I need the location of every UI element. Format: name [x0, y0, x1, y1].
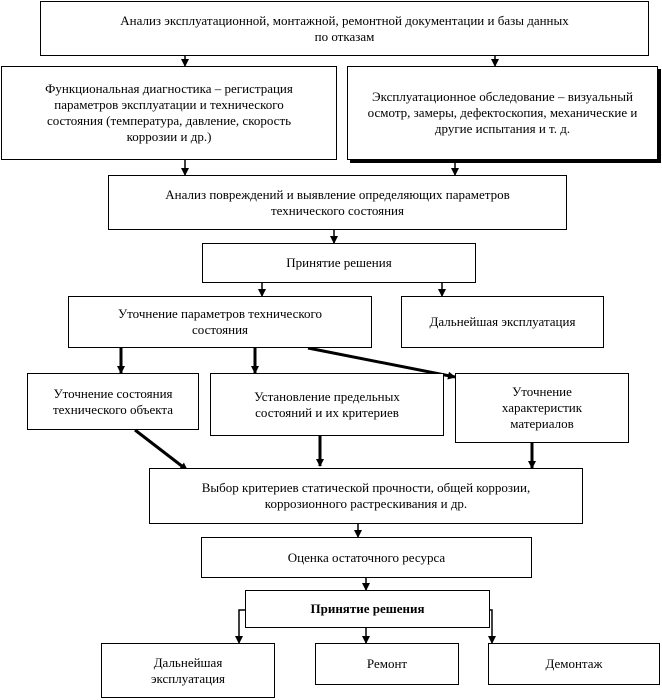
node-functional-diagnostics-text: Функциональная диагностика – регистрация…: [45, 81, 293, 144]
node-refine-materials: Уточнение характеристик материалов: [455, 373, 629, 443]
node-dismantling: Демонтаж: [488, 643, 660, 685]
node-dismantling-text: Демонтаж: [545, 656, 603, 671]
arrow-params-to-materials: [307, 346, 456, 380]
node-damage-analysis: Анализ повреждений и выявление определяю…: [108, 175, 567, 230]
node-limit-states-text: Установление предельных состояний и их к…: [254, 388, 400, 420]
node-repair-text: Ремонт: [366, 656, 408, 671]
arrow-object-state-to-criteria: [134, 428, 188, 472]
node-refine-object-state-text: Уточнение состояния технического объекта: [52, 385, 174, 417]
node-decision-1: Принятие решения: [202, 243, 476, 283]
node-strength-criteria-text: Выбор критериев статической прочности, о…: [201, 480, 531, 511]
node-continued-operation-2: Дальнейшая эксплуатация: [101, 643, 275, 698]
node-repair: Ремонт: [315, 643, 459, 685]
node-operational-inspection: Эксплуатационное обследование – визуальн…: [347, 66, 658, 160]
node-operational-inspection-text: Эксплуатационное обследование – визуальн…: [367, 89, 638, 136]
node-refine-parameters-text: Уточнение параметров технического состоя…: [117, 306, 323, 337]
node-continued-operation-2-text: Дальнейшая эксплуатация: [150, 654, 226, 686]
node-damage-analysis-text: Анализ повреждений и выявление определяю…: [165, 186, 510, 218]
node-docs-analysis-text: Анализ эксплуатационной, монтажной, ремо…: [120, 12, 569, 44]
node-functional-diagnostics: Функциональная диагностика – регистрация…: [1, 66, 337, 160]
node-refine-materials-text: Уточнение характеристик материалов: [501, 384, 583, 431]
node-refine-parameters: Уточнение параметров технического состоя…: [68, 296, 372, 348]
node-docs-analysis: Анализ эксплуатационной, монтажной, ремо…: [40, 1, 649, 56]
connector-decision2-left: [235, 609, 245, 644]
node-decision-2-text: Принятие решения: [310, 601, 425, 616]
node-residual-life: Оценка остаточного ресурса: [201, 537, 532, 578]
node-refine-object-state: Уточнение состояния технического объекта: [27, 373, 199, 430]
node-strength-criteria: Выбор критериев статической прочности, о…: [149, 468, 583, 524]
node-decision-1-text: Принятие решения: [286, 255, 392, 270]
node-continued-operation-1-text: Дальнейшая эксплуатация: [429, 314, 576, 329]
node-continued-operation-1: Дальнейшая эксплуатация: [401, 296, 604, 348]
node-residual-life-text: Оценка остаточного ресурса: [287, 549, 446, 565]
node-limit-states: Установление предельных состояний и их к…: [210, 373, 444, 436]
connector-decision2-right: [488, 609, 496, 644]
node-decision-2: Принятие решения: [245, 590, 490, 628]
